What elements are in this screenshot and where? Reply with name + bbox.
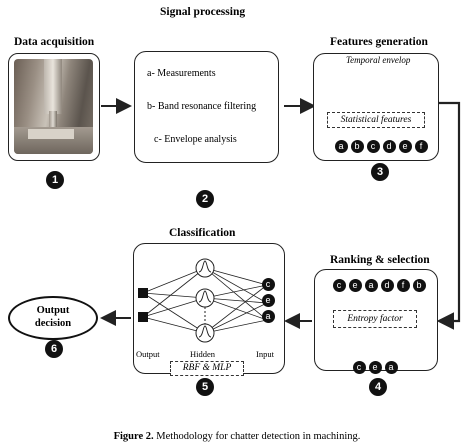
ranked-letter-d: d — [380, 279, 394, 292]
feature-letter-a: a — [334, 140, 348, 153]
signal-processing-item-b: b- Band resonance filtering — [147, 101, 257, 112]
feature-letter-d: d — [382, 140, 396, 153]
features-generation-title: Features generation — [330, 36, 428, 48]
input-layer-label: Input — [256, 349, 274, 359]
arrow-3-to-4 — [436, 101, 461, 330]
statistical-features-box: Statistical features — [327, 112, 425, 128]
feature-letter-b: b — [350, 140, 364, 153]
output-decision-line2: decision — [34, 318, 72, 329]
classification-inputs: c e a — [260, 278, 276, 323]
data-acquisition-title: Data acquisition — [14, 36, 95, 48]
figure-caption-label: Figure 2. — [113, 431, 154, 442]
feature-letter-c: c — [366, 140, 380, 153]
selected-letter-a: a — [384, 361, 398, 374]
hidden-layer-label: Hidden — [190, 349, 216, 359]
network-connections — [142, 267, 268, 334]
selected-letter-c: c — [352, 361, 366, 374]
output-neurons — [138, 288, 148, 322]
entropy-factor-box: Entropy factor — [333, 310, 417, 328]
input-letter-a: a — [261, 310, 275, 323]
selected-letter-e: e — [368, 361, 382, 374]
ranked-letter-b: b — [412, 279, 426, 292]
envelope-label: Temporal envelop — [344, 55, 413, 65]
step-number-3: 3 — [371, 163, 389, 181]
classification-title: Classification — [169, 227, 236, 239]
signal-processing-title: Signal processing — [160, 6, 246, 18]
output-decision-line1: Output — [36, 305, 70, 316]
machine-tool-photo — [14, 59, 93, 154]
ranked-letter-e: e — [348, 279, 362, 292]
input-letter-e: e — [261, 294, 275, 307]
ranking-selection-title: Ranking & selection — [330, 254, 430, 266]
feature-letter-e: e — [398, 140, 412, 153]
signal-processing-item-c: c- Envelope analysis — [154, 134, 237, 145]
step-number-1: 1 — [46, 171, 64, 189]
step-number-6: 6 — [45, 340, 63, 358]
data-acquisition-box — [8, 53, 100, 161]
input-letter-c: c — [261, 278, 275, 291]
ranked-letter-a: a — [364, 279, 378, 292]
figure-caption: Figure 2. Methodology for chatter detect… — [0, 431, 474, 442]
feature-letter-f: f — [414, 140, 428, 153]
figure-caption-text: Methodology for chatter detection in mac… — [153, 431, 361, 442]
output-decision-ellipse: Output decision — [8, 296, 98, 340]
step-number-5: 5 — [196, 378, 214, 396]
hidden-neurons — [195, 258, 215, 343]
output-layer-label: Output — [136, 349, 160, 359]
rbf-mlp-label: RBF & MLP — [170, 361, 244, 376]
step-number-4: 4 — [369, 378, 387, 396]
ranked-letter-f: f — [396, 279, 410, 292]
signal-processing-item-a: a- Measurements — [147, 68, 216, 79]
ranked-letter-c: c — [332, 279, 346, 292]
step-number-2: 2 — [196, 190, 214, 208]
gaussian-icons — [198, 260, 212, 338]
signal-processing-box: a- Measurements b- Band resonance filter… — [134, 51, 279, 163]
